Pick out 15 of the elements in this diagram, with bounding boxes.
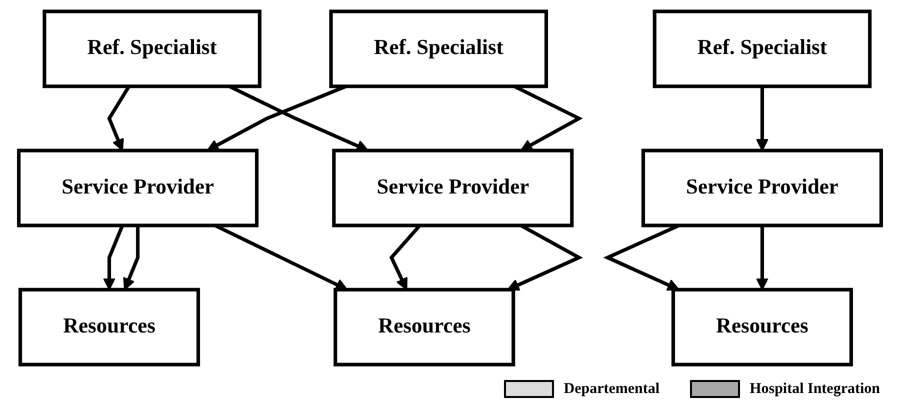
node-box: Ref. Specialist [329,10,548,88]
arrow [756,86,768,152]
node-box: Resources [334,288,516,366]
node-box: Service Provider [332,148,574,228]
node-box: Resources [671,288,853,366]
legend-label: Departemental [564,380,660,398]
arrow [123,225,140,290]
node-box: Service Provider [641,148,883,228]
node-box: Service Provider [17,148,259,228]
legend-label: Hospital Integration [750,380,880,398]
node-box: Ref. Specialist [42,10,262,88]
arrow [102,224,124,290]
arrow [756,225,768,290]
node-box: Resources [18,288,200,366]
node-box: Ref. Specialist [652,10,872,88]
